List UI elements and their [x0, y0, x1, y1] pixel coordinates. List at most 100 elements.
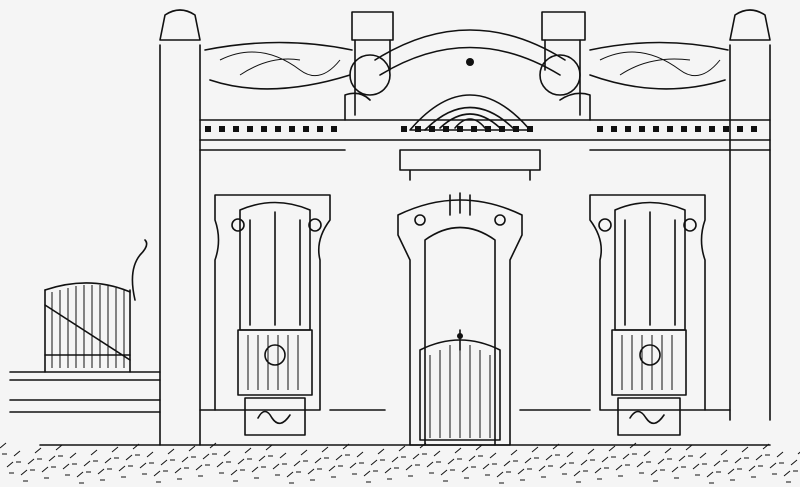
ground-hatch	[734, 457, 742, 470]
ground-hatch	[797, 451, 800, 461]
ground-hatch	[83, 460, 91, 473]
ground-hatch	[174, 467, 182, 480]
frieze-ornament	[527, 126, 533, 132]
ground-hatch	[223, 450, 231, 463]
ground-hatch	[314, 457, 322, 470]
ground-hatch	[342, 443, 350, 456]
ground-hatch	[363, 470, 371, 483]
ground-hatch	[251, 466, 259, 479]
ground-hatch	[202, 453, 210, 466]
ground-hatch	[195, 464, 203, 477]
ground-hatch	[594, 467, 602, 480]
frieze-ornament	[457, 126, 463, 132]
ground-hatch	[706, 471, 714, 484]
frieze-ornament	[513, 126, 519, 132]
ground-hatch	[272, 463, 280, 476]
ground-hatch	[167, 448, 175, 461]
ground-hatch	[230, 469, 238, 482]
top-ironwork	[204, 41, 729, 90]
ground-hatch	[97, 468, 105, 481]
ground-hatch	[636, 461, 644, 474]
frieze-ornament	[723, 126, 729, 132]
ground-hatch	[776, 451, 784, 464]
frieze-ornament	[667, 126, 673, 132]
frieze-ornament	[247, 126, 253, 132]
left-window	[214, 194, 331, 436]
frieze-ornament	[597, 126, 603, 132]
ground-hatch	[384, 467, 392, 480]
frieze-ornament	[653, 126, 659, 132]
ground-hatch	[566, 451, 574, 464]
ground-hatch	[755, 454, 763, 467]
frieze-ornament	[429, 126, 435, 132]
entrance-door	[397, 192, 523, 446]
facade-wall	[39, 9, 771, 446]
ground-hatch	[370, 459, 378, 472]
ground-hatch	[629, 442, 637, 455]
ground-hatch	[244, 447, 252, 460]
ground-hatch	[545, 454, 553, 467]
ground-hatch	[300, 449, 308, 462]
ground-hatch	[90, 449, 98, 462]
ground-hatch	[412, 453, 420, 466]
ground-hatch	[391, 456, 399, 469]
ground-hatch	[433, 450, 441, 463]
ground-hatch	[160, 459, 168, 472]
ground-hatch	[468, 455, 476, 468]
ground-hatch	[293, 460, 301, 473]
ground-hatch	[6, 461, 14, 474]
ground-hatch	[713, 460, 721, 473]
ground-hatch	[489, 452, 497, 465]
ground-hatch	[328, 465, 336, 478]
ground-hatch	[650, 469, 658, 482]
ground-hatch	[461, 466, 469, 479]
ground-hatch	[69, 452, 77, 465]
ground-hatch	[146, 451, 154, 464]
ground-hatch	[377, 448, 385, 461]
frieze-ornament	[485, 126, 491, 132]
ground-hatch	[48, 455, 56, 468]
ground-hatch	[587, 448, 595, 461]
frieze-ornament	[751, 126, 757, 132]
ground	[0, 442, 800, 484]
ground-hatch	[104, 457, 112, 470]
ground-hatch	[496, 471, 504, 484]
ground-hatch	[419, 442, 427, 455]
ground-hatch	[622, 453, 630, 466]
frieze-ornament	[289, 126, 295, 132]
ground-hatch	[580, 459, 588, 472]
ground-hatch	[601, 456, 609, 469]
ground-hatch	[573, 470, 581, 483]
ground-hatch	[62, 463, 70, 476]
frieze-ornament	[681, 126, 687, 132]
frieze-ornament	[275, 126, 281, 132]
ground-hatch	[335, 454, 343, 467]
ground-hatch	[356, 451, 364, 464]
ground-hatch	[349, 462, 357, 475]
frieze-ornament	[471, 126, 477, 132]
ground-hatch	[615, 464, 623, 477]
ground-hatch	[188, 445, 196, 458]
ground-hatch	[440, 469, 448, 482]
ground-hatch	[475, 444, 483, 457]
ground-hatch	[685, 444, 693, 457]
ground-hatch	[139, 462, 147, 475]
ground-hatch	[517, 468, 525, 481]
frieze-ornament	[611, 126, 617, 132]
right-window	[589, 194, 706, 436]
frieze-ornament	[499, 126, 505, 132]
ground-hatch	[790, 459, 798, 472]
frieze-ornament	[695, 126, 701, 132]
ground-hatch	[608, 445, 616, 458]
ground-hatch	[524, 457, 532, 470]
ground-hatch	[265, 444, 273, 457]
ground-hatch	[762, 443, 770, 456]
ground-hatch	[307, 468, 315, 481]
frieze-ornament	[737, 126, 743, 132]
ground-hatch	[132, 443, 140, 456]
frieze-ornament	[709, 126, 715, 132]
ground-hatch	[748, 465, 756, 478]
frieze-band	[205, 126, 757, 132]
ground-hatch	[671, 466, 679, 479]
